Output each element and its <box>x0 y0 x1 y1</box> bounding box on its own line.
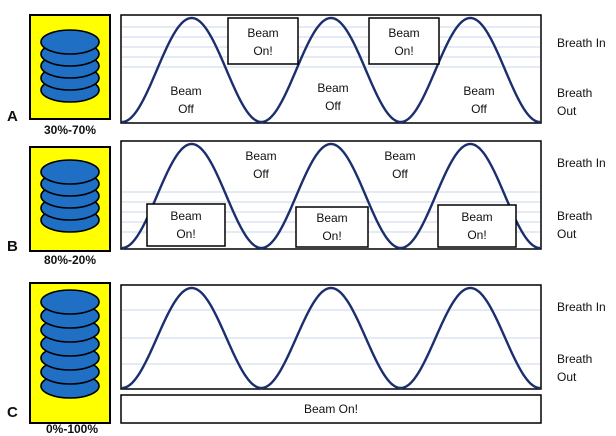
plot-c-gridlines <box>122 309 540 365</box>
beam-on-label: On! <box>467 228 486 242</box>
phantom-disk <box>40 289 100 315</box>
breath-in-label: Breath In <box>557 156 606 170</box>
row-c-range: 0%-100% <box>46 422 98 436</box>
beam-on-label: On! <box>322 229 341 243</box>
phantom-disk <box>40 159 100 185</box>
beam-off-label: Beam <box>317 81 348 95</box>
beam-off-label: Off <box>471 102 487 116</box>
beam-on-bar <box>120 394 542 424</box>
beam-off-label: Off <box>178 102 194 116</box>
row-b-letter: B <box>7 238 18 255</box>
beam-on-label: On! <box>253 44 272 58</box>
breath-out-label: Breath <box>557 86 592 100</box>
breath-out-label: Out <box>557 104 577 118</box>
beam-on-label: Beam <box>461 210 492 224</box>
beam-off-label: Off <box>392 167 408 181</box>
row-b: B 80%-20% Beam Off Beam Off Beam On! Bea… <box>7 140 606 267</box>
beam-on-box <box>295 206 369 248</box>
phantom-c-disks <box>40 289 100 399</box>
beam-on-label: Beam <box>388 26 419 40</box>
beam-on-box <box>146 203 226 247</box>
row-c: C 0%-100% Beam On! Breath In Breath Out <box>7 282 606 436</box>
row-b-range: 80%-20% <box>44 253 96 267</box>
phantom-a-disks <box>40 29 100 103</box>
beam-off-label: Beam <box>384 149 415 163</box>
plot-c-breathing-wave <box>121 286 541 390</box>
plot-a-frame <box>120 14 542 124</box>
plot-c-frame <box>120 284 542 390</box>
breath-out-label: Breath <box>557 352 592 366</box>
beam-on-box <box>368 17 440 65</box>
beam-on-label: Beam <box>316 211 347 225</box>
row-a: A 30%-70% Beam On! Beam On! Beam Off Bea… <box>7 14 606 137</box>
breath-out-label: Breath <box>557 209 592 223</box>
row-a-range: 30%-70% <box>44 123 96 137</box>
beam-off-label: Beam <box>245 149 276 163</box>
row-c-letter: C <box>7 404 18 421</box>
beam-on-label: On! <box>394 44 413 58</box>
breath-in-label: Breath In <box>557 36 606 50</box>
breath-in-label: Breath In <box>557 300 606 314</box>
beam-off-label: Beam <box>170 84 201 98</box>
beam-on-label: On! <box>176 227 195 241</box>
beam-on-box <box>437 204 517 248</box>
beam-off-label: Off <box>253 167 269 181</box>
beam-on-bar-label: Beam On! <box>304 402 358 416</box>
phantom-b-disks <box>40 159 100 233</box>
beam-on-label: Beam <box>170 209 201 223</box>
breath-out-label: Out <box>557 370 577 384</box>
row-a-letter: A <box>7 108 18 125</box>
breath-out-label: Out <box>557 227 577 241</box>
beam-off-label: Beam <box>463 84 494 98</box>
plot-a-breathing-wave <box>121 16 541 124</box>
plot-b-breathing-wave <box>121 142 541 250</box>
phantom-disk <box>40 29 100 55</box>
beam-on-box <box>227 17 299 65</box>
plot-a-gridlines <box>122 26 540 68</box>
beam-off-label: Off <box>325 99 341 113</box>
beam-on-label: Beam <box>247 26 278 40</box>
